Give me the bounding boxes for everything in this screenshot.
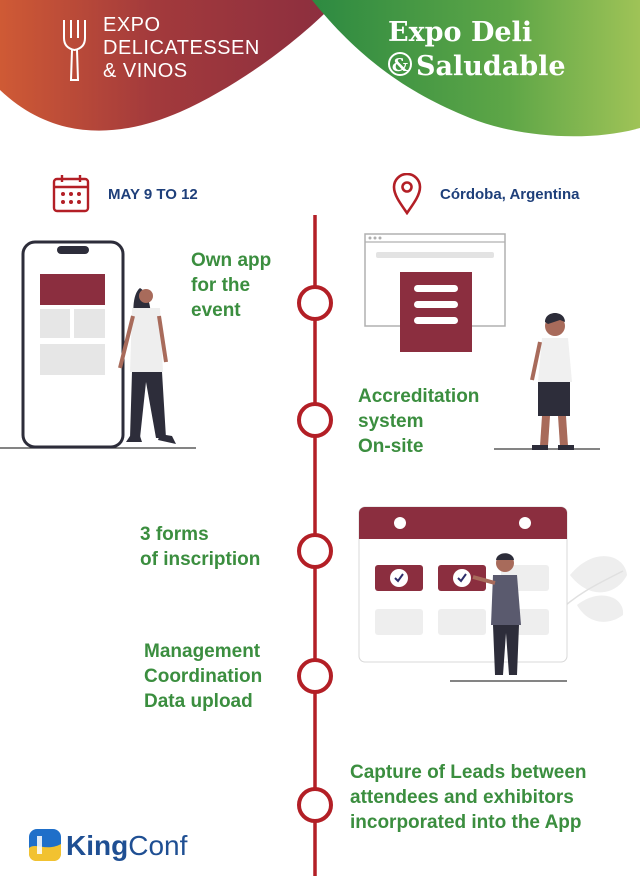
feature-accreditation-line-1: Accreditation [358, 386, 480, 407]
feature-accreditation-line-3: On-site [358, 436, 424, 457]
kingconf-wordmark: KingConf [66, 830, 187, 862]
timeline-node-1 [297, 285, 333, 321]
feature-leads-line-3: incorporated into the App [350, 812, 582, 833]
brand-king: King [66, 830, 129, 861]
kingconf-logo-icon [29, 829, 61, 861]
header-right-line-2-row: & Saludable [388, 52, 566, 82]
feature-inscription: 3 forms of inscription [140, 522, 260, 572]
feature-own-app-line-2: for the [191, 275, 251, 296]
header-right-shape [312, 0, 640, 137]
calendar-board-illustration [358, 506, 627, 682]
header-right-brand: Expo Deli & Saludable [388, 18, 566, 82]
feature-inscription-line-1: 3 forms [140, 524, 209, 545]
feature-management: Management Coordination Data upload [144, 639, 262, 714]
feature-own-app: Own app for the event [191, 248, 271, 323]
feature-leads-line-1: Capture of Leads between [350, 762, 587, 783]
feature-inscription-line-2: of inscription [140, 549, 261, 570]
feature-management-line-2: Coordination [144, 666, 263, 687]
feature-management-line-3: Data upload [144, 691, 253, 712]
timeline-node-5 [297, 787, 333, 823]
accreditation-illustration [364, 233, 600, 450]
feature-accreditation: Accreditation system On-site [358, 384, 479, 459]
header-right-line-1: Expo Deli [388, 17, 533, 48]
brand-conf: Conf [128, 830, 188, 861]
feature-own-app-line-1: Own app [191, 250, 272, 271]
timeline-node-4 [297, 658, 333, 694]
feature-own-app-line-3: event [191, 300, 241, 321]
calendar-icon [52, 175, 90, 213]
ampersand-badge: & [388, 52, 412, 76]
feature-leads: Capture of Leads between attendees and e… [350, 760, 587, 835]
feature-management-line-1: Management [144, 641, 261, 662]
phone-illustration [0, 240, 196, 449]
header-left-line-2: DELICATESSEN [103, 37, 260, 59]
feature-accreditation-line-2: system [358, 411, 424, 432]
timeline [297, 215, 333, 876]
header-right-line-2: Saludable [416, 51, 566, 82]
location-pin-icon [392, 173, 422, 215]
timeline-node-2 [297, 402, 333, 438]
event-location: Córdoba, Argentina [440, 186, 580, 203]
header-left-line-1: EXPO [103, 14, 161, 36]
event-dates: MAY 9 TO 12 [108, 186, 198, 203]
header-left-line-3: & VINOS [103, 60, 188, 82]
feature-leads-line-2: attendees and exhibitors [350, 787, 574, 808]
timeline-node-3 [297, 533, 333, 569]
fork-icon [63, 20, 86, 81]
header-left-brand: EXPO DELICATESSEN & VINOS [103, 14, 260, 83]
